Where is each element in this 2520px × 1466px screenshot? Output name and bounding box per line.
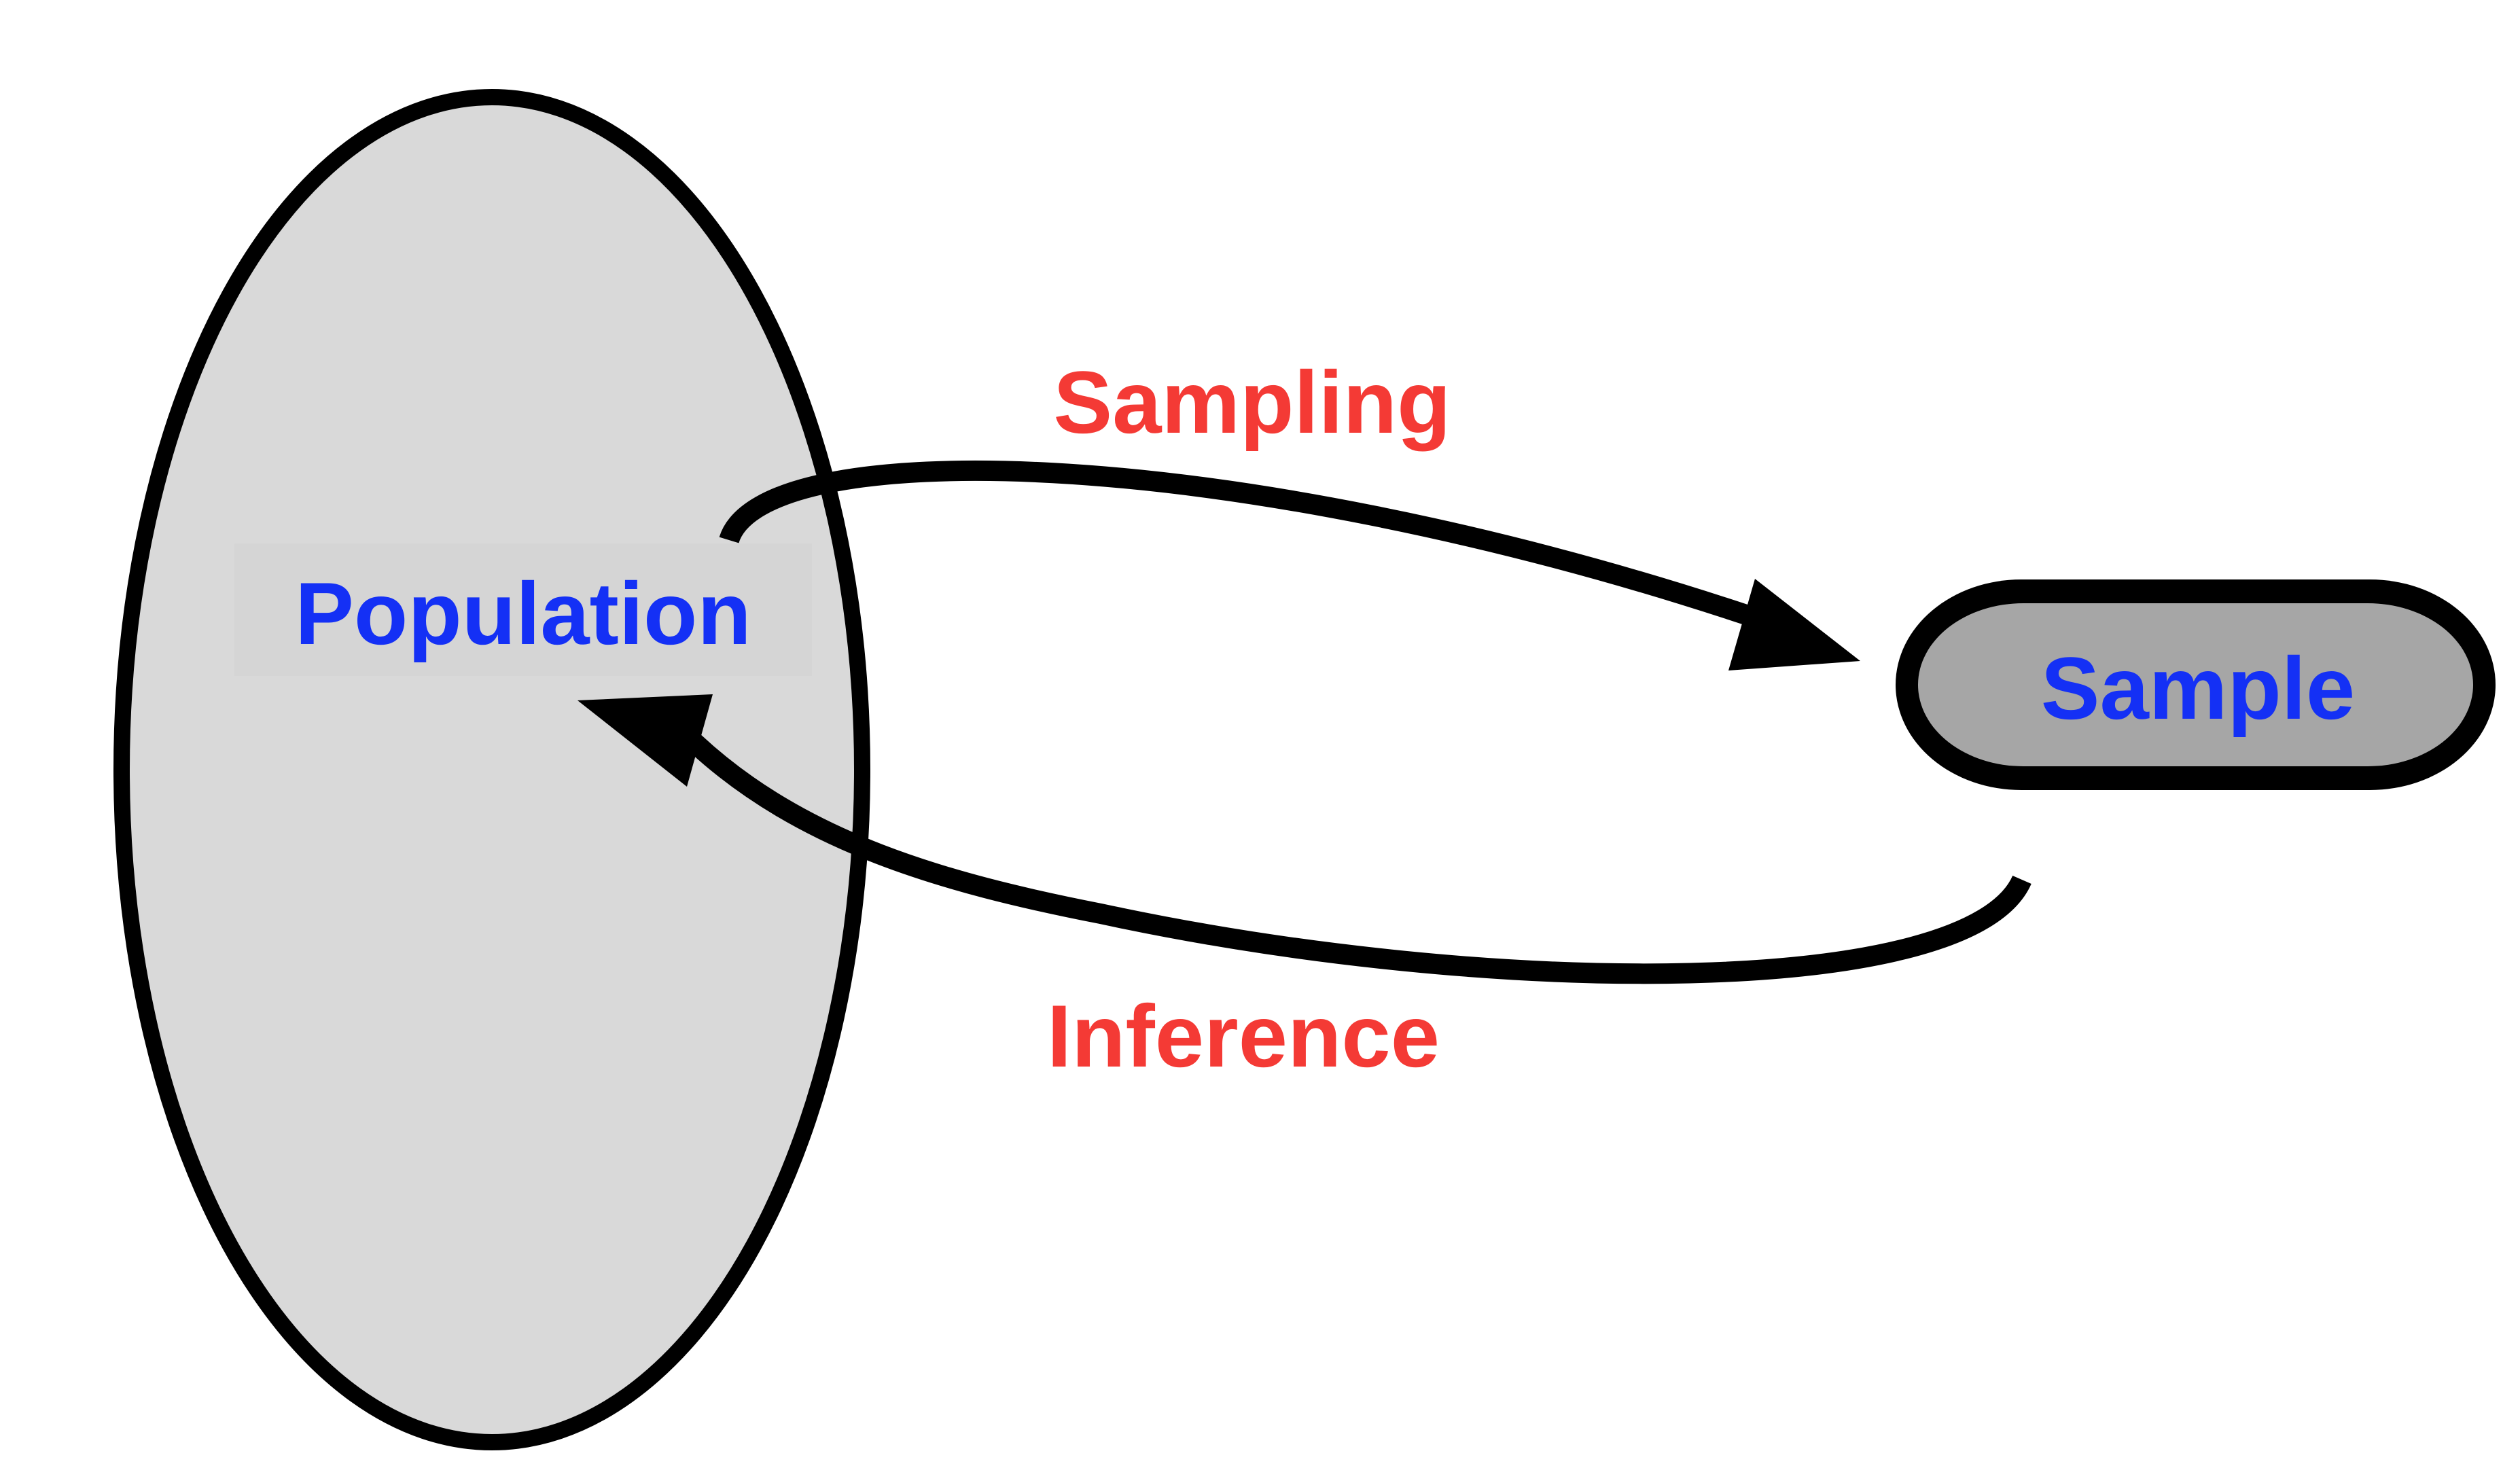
population-ellipse (113, 89, 870, 1450)
population-label-background (234, 543, 812, 676)
sample-inner-shape (1918, 603, 2473, 766)
sample-node: Sample (1896, 579, 2496, 790)
sample-label: Sample (2041, 639, 2355, 738)
inference-arrow-line (687, 735, 2031, 984)
sampling-label: Sampling (1053, 353, 1451, 452)
population-label: Population (295, 564, 751, 663)
inference-edge: Inference (578, 694, 2031, 1086)
sampling-edge: Sampling (719, 353, 1860, 671)
sampling-arrow-line (719, 460, 1750, 625)
inference-label: Inference (1047, 986, 1440, 1086)
sampling-arrow-head (1728, 579, 1860, 671)
population-node: Population (113, 89, 870, 1450)
inference-arrow-head (578, 694, 713, 787)
